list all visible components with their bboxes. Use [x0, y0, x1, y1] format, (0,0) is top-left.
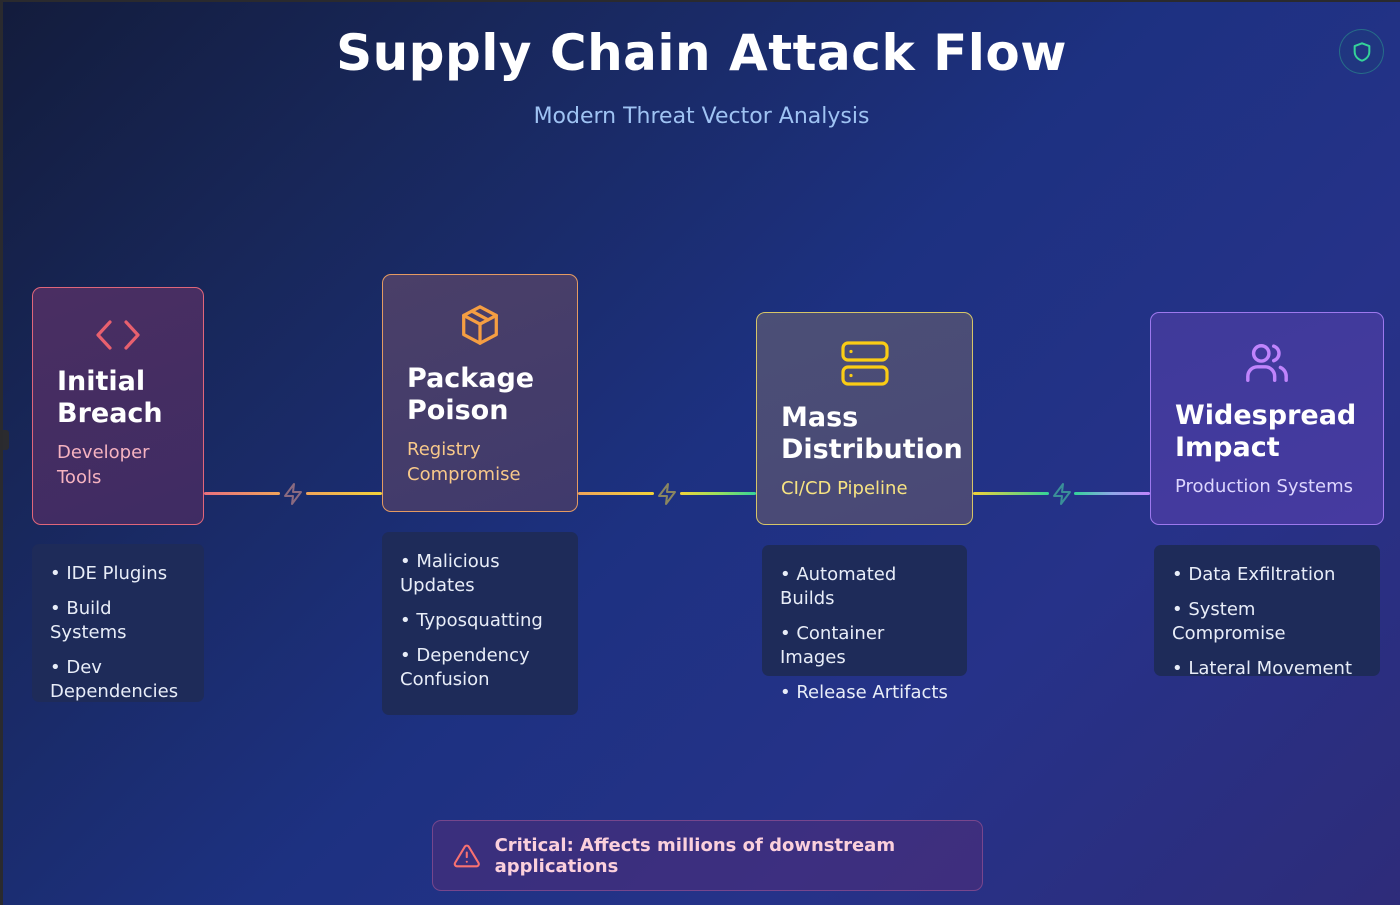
stage-details-list: • Automated Builds • Container Images • … — [762, 545, 967, 703]
list-item: • Automated Builds — [780, 564, 897, 609]
list-item: • System Compromise — [1172, 599, 1286, 644]
page-subtitle: Modern Threat Vector Analysis — [533, 104, 870, 129]
security-badge-button[interactable] — [1339, 29, 1384, 74]
resize-handle[interactable] — [3, 430, 9, 450]
stage-title: Widespread Impact — [1175, 400, 1357, 463]
stage-card-package-poison[interactable]: Package Poison Registry Compromise — [382, 274, 578, 512]
list-item: • Release Artifacts — [780, 682, 948, 703]
package-icon — [462, 305, 498, 345]
stage-details-list: • Data Exfiltration • System Compromise … — [1154, 545, 1380, 679]
connector-line-1a — [204, 492, 280, 495]
list-item: • Build Systems — [50, 598, 127, 643]
page-title: Supply Chain Attack Flow — [336, 24, 1067, 82]
users-icon — [1246, 344, 1288, 382]
connector-line-1b — [306, 492, 382, 495]
list-item: • Malicious Updates — [400, 551, 500, 596]
list-item: • Data Exfiltration — [1172, 564, 1336, 585]
stage-subtitle: Developer Tools — [57, 442, 150, 488]
stage-subtitle: Registry Compromise — [407, 439, 521, 485]
list-item: • IDE Plugins — [50, 563, 168, 584]
lightning-icon — [658, 483, 676, 505]
shield-icon — [1353, 41, 1370, 62]
connector-line-2a — [578, 492, 654, 495]
stage-card-mass-distribution[interactable]: Mass Distribution CI/CD Pipeline — [756, 312, 973, 525]
list-item: • Container Images — [780, 623, 885, 668]
alert-text: Critical: Affects millions of downstream… — [494, 834, 896, 877]
stage-title: Package Poison — [407, 363, 535, 426]
list-item: • Lateral Movement — [1172, 658, 1353, 679]
stage-subtitle: CI/CD Pipeline — [781, 478, 908, 499]
stage-title: Initial Breach — [57, 366, 163, 429]
lightning-icon — [284, 483, 302, 505]
connector-line-2b — [680, 492, 756, 495]
stage-card-initial-breach[interactable]: Initial Breach Developer Tools — [32, 287, 204, 525]
connector-line-3a — [973, 492, 1049, 495]
stage-subtitle: Production Systems — [1175, 476, 1353, 497]
critical-alert-banner: Critical: Affects millions of downstream… — [432, 820, 983, 891]
stage-details-list: • IDE Plugins • Build Systems • Dev Depe… — [32, 544, 204, 702]
stage-title: Mass Distribution — [781, 402, 963, 465]
stage-details-list: • Malicious Updates • Typosquatting • De… — [382, 532, 578, 715]
server-icon — [840, 341, 889, 386]
connector-line-3b — [1074, 492, 1150, 495]
list-item: • Typosquatting — [400, 610, 543, 631]
lightning-icon — [1053, 483, 1071, 505]
code-icon — [96, 320, 140, 350]
list-item: • Dev Dependencies — [50, 657, 179, 702]
list-item: • Dependency Confusion — [400, 645, 530, 690]
stage-card-widespread-impact[interactable]: Widespread Impact Production Systems — [1150, 312, 1384, 525]
warning-triangle-icon — [453, 844, 480, 867]
